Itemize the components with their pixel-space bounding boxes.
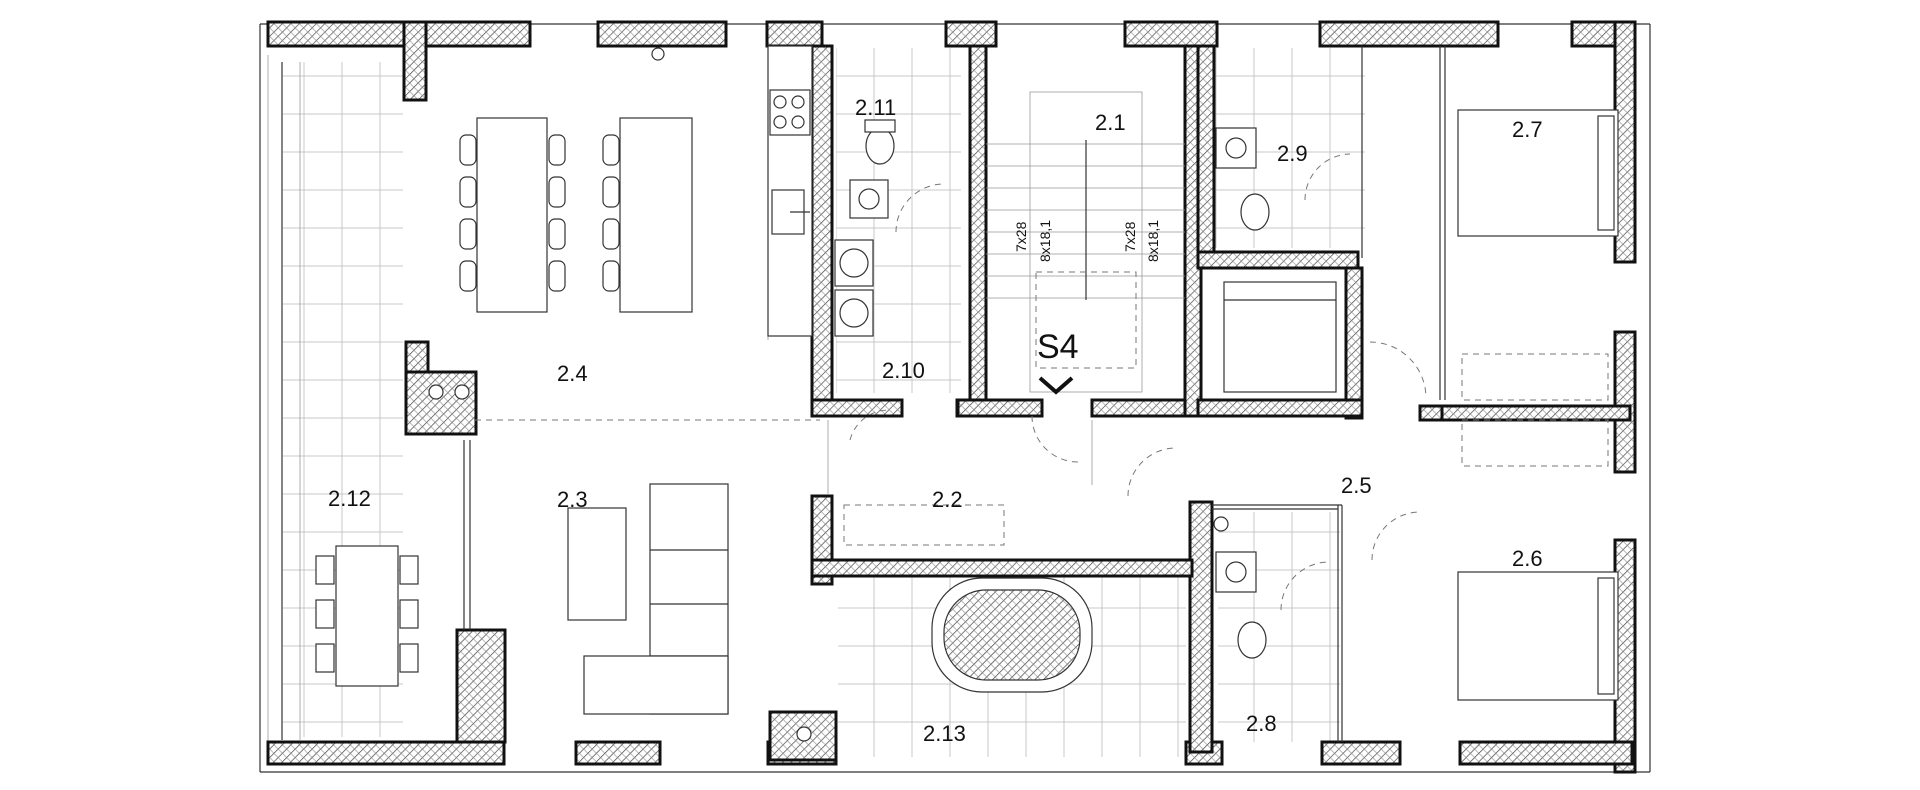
section-marker: S4	[1037, 328, 1079, 366]
room-label-2-7: 2.7	[1512, 117, 1543, 142]
stair-annotations: 7x28 8x18,1 7x28 8x18,1	[1013, 220, 1161, 262]
bed-2-7	[1457, 109, 1619, 237]
stair-left-steps: 7x28	[1013, 221, 1029, 252]
room-label-2-1: 2.1	[1095, 110, 1126, 135]
toilet-2-9	[1215, 127, 1270, 231]
toilet-2-11	[849, 119, 896, 219]
stair-left-rise: 8x18,1	[1037, 220, 1053, 262]
terrace-table	[315, 545, 419, 687]
dining-table-right	[602, 117, 693, 313]
sofa	[567, 483, 729, 715]
wardrobes	[843, 353, 1609, 546]
room-label-2-2: 2.2	[932, 487, 963, 512]
room-label-2-8: 2.8	[1246, 711, 1277, 736]
walls	[266, 20, 1637, 774]
partitions	[463, 46, 1446, 742]
section-label: S4	[1037, 328, 1079, 366]
room-label-2-13: 2.13	[923, 721, 966, 746]
kitchen-counter	[767, 45, 813, 337]
service-ducts	[428, 47, 1229, 742]
door-swings	[849, 153, 1427, 611]
stair	[986, 91, 1185, 395]
room-label-2-3: 2.3	[557, 487, 588, 512]
room-labels: 2.1 2.2 2.3 2.4 2.5 2.6 2.7 2.8 2.9 2.10…	[328, 95, 1543, 746]
stair-right-rise: 8x18,1	[1145, 220, 1161, 262]
bed-2-6	[1457, 571, 1619, 701]
room-label-2-5: 2.5	[1341, 473, 1372, 498]
room-label-2-10: 2.10	[882, 358, 925, 383]
lift	[1223, 281, 1337, 393]
washer-dryer	[834, 239, 874, 337]
room-label-2-4: 2.4	[557, 361, 588, 386]
dining-table-left	[459, 117, 566, 313]
stair-right-steps: 7x28	[1122, 221, 1138, 252]
room-label-2-6: 2.6	[1512, 546, 1543, 571]
room-label-2-11: 2.11	[855, 95, 896, 120]
hot-tub	[931, 577, 1093, 693]
room-label-2-9: 2.9	[1277, 141, 1308, 166]
toilet-2-8	[1215, 551, 1267, 659]
room-label-2-12: 2.12	[328, 486, 371, 511]
